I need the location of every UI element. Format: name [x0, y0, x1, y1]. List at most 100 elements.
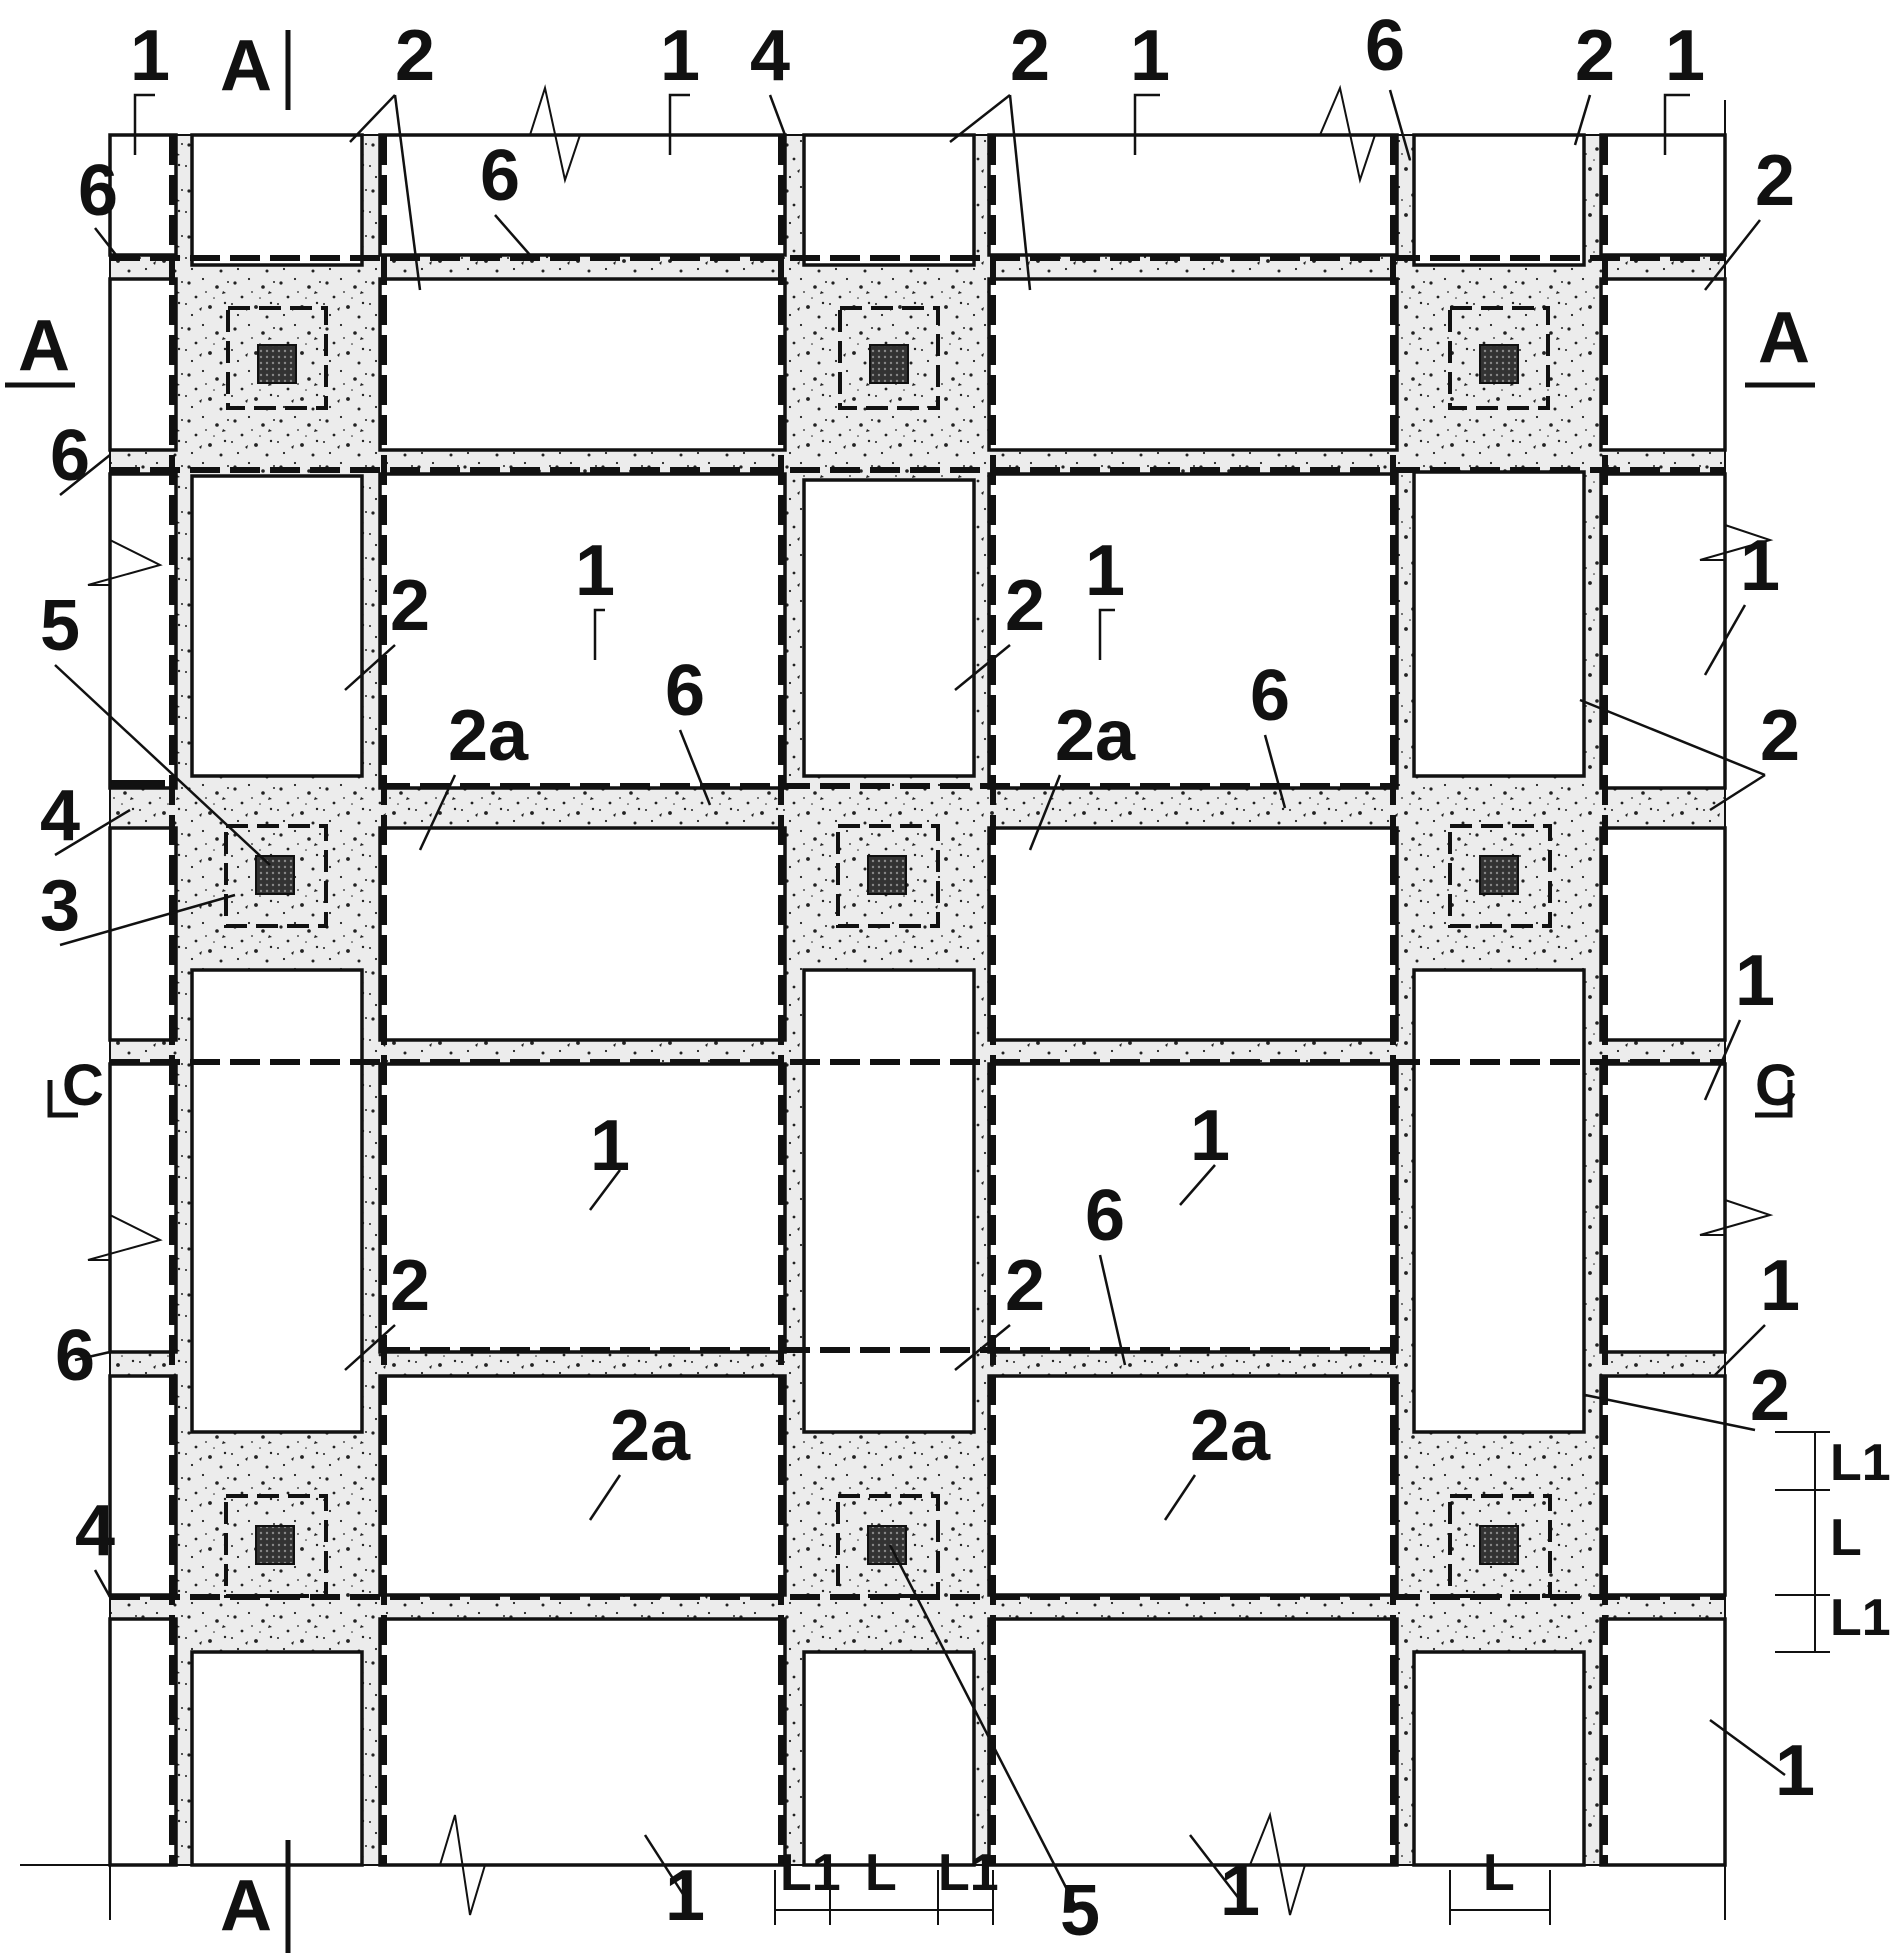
label-1: 1 [1085, 531, 1125, 611]
block-1 [989, 135, 1397, 255]
label-4: 4 [750, 16, 790, 96]
label-1: 1 [1665, 16, 1705, 96]
column-5 [258, 345, 296, 383]
block-2 [192, 476, 362, 776]
block-1 [110, 474, 176, 788]
block-2 [1414, 472, 1584, 776]
block-2 [804, 135, 974, 265]
column-5 [1480, 856, 1518, 894]
column-5 [868, 1526, 906, 1564]
block-1 [1601, 1619, 1725, 1865]
column-5 [256, 1526, 294, 1564]
label-5: 5 [1060, 1871, 1100, 1951]
section-a-left: A [18, 306, 70, 386]
block-1 [380, 474, 785, 788]
label-3: 3 [40, 866, 80, 946]
label-1: 1 [1735, 941, 1775, 1021]
column-5 [1480, 1526, 1518, 1564]
block-1 [1601, 474, 1725, 788]
horizontal-band-3 [110, 788, 1725, 828]
dim-l-center: L [865, 1844, 897, 1902]
dim-l1-right: L1 [938, 1844, 999, 1902]
block-2 [804, 970, 974, 1432]
block-2 [1414, 135, 1584, 265]
block-1 [1601, 1064, 1725, 1352]
dim-l-right: L [1483, 1844, 1515, 1902]
block-2 [1601, 279, 1725, 450]
block-2 [110, 828, 176, 1040]
label-2: 2 [1755, 141, 1795, 221]
block-2 [1601, 1376, 1725, 1595]
section-c-left: C [62, 1053, 104, 1118]
label-1: 1 [1130, 16, 1170, 96]
dim-l1-lower: L1 [1830, 1589, 1891, 1647]
label-2: 2 [390, 566, 430, 646]
label-6: 6 [665, 651, 705, 731]
block-2 [192, 135, 362, 265]
label-6: 6 [480, 136, 520, 216]
label-2: 2 [1010, 16, 1050, 96]
column-5 [1480, 345, 1518, 383]
block-1 [380, 1064, 785, 1352]
section-a-bottom: A [220, 1866, 272, 1946]
label-2: 2 [390, 1246, 430, 1326]
block-2 [804, 480, 974, 776]
block-1 [380, 135, 785, 255]
label-2a: 2a [610, 1396, 691, 1476]
label-1: 1 [575, 531, 615, 611]
label-1: 1 [1740, 526, 1780, 606]
section-a-right: A [1758, 298, 1810, 378]
label-1: 1 [660, 16, 700, 96]
label-1: 1 [130, 16, 170, 96]
section-a-top: A [220, 26, 272, 106]
label-5: 5 [40, 586, 80, 666]
block-2 [192, 1652, 362, 1865]
block-1 [380, 1619, 785, 1865]
column-5 [870, 345, 908, 383]
label-1: 1 [1760, 1246, 1800, 1326]
block-2 [380, 279, 785, 450]
block-2a [989, 828, 1397, 1040]
block-1 [1601, 135, 1725, 255]
block-2 [1414, 970, 1584, 1432]
leader-line [95, 1570, 110, 1597]
block-2 [1414, 1652, 1584, 1865]
label-2: 2 [1760, 696, 1800, 776]
label-4: 4 [75, 1491, 115, 1571]
label-2: 2 [1005, 566, 1045, 646]
label-2a: 2a [1055, 696, 1136, 776]
block-1 [989, 1619, 1397, 1865]
block-2 [110, 1376, 176, 1595]
label-6: 6 [78, 151, 118, 231]
label-6: 6 [1365, 6, 1405, 86]
block-2 [989, 279, 1397, 450]
label-6: 6 [1250, 656, 1290, 736]
label-1: 1 [590, 1106, 630, 1186]
label-6: 6 [50, 416, 90, 496]
label-2a: 2a [448, 696, 529, 776]
block-1 [110, 1064, 176, 1352]
leader-line [770, 95, 785, 135]
label-2: 2 [395, 16, 435, 96]
block-2 [804, 1652, 974, 1865]
dim-l1-upper: L1 [1830, 1434, 1891, 1492]
block-2 [192, 970, 362, 1432]
column-5 [868, 856, 906, 894]
block-1 [989, 474, 1397, 788]
label-2: 2 [1750, 1356, 1790, 1436]
label-1: 1 [1220, 1851, 1260, 1931]
block-1 [110, 135, 176, 255]
label-2a: 2a [1190, 1396, 1271, 1476]
label-2: 2 [1575, 16, 1615, 96]
dim-l1-left: L1 [780, 1844, 841, 1902]
block-2 [110, 279, 176, 450]
column-5 [256, 856, 294, 894]
dim-l-vertical: L [1830, 1509, 1862, 1567]
block-2a [380, 828, 785, 1040]
block-1 [110, 1619, 176, 1865]
block-2 [1601, 828, 1725, 1040]
label-6: 6 [1085, 1176, 1125, 1256]
label-2: 2 [1005, 1246, 1045, 1326]
block-2a [380, 1376, 785, 1595]
